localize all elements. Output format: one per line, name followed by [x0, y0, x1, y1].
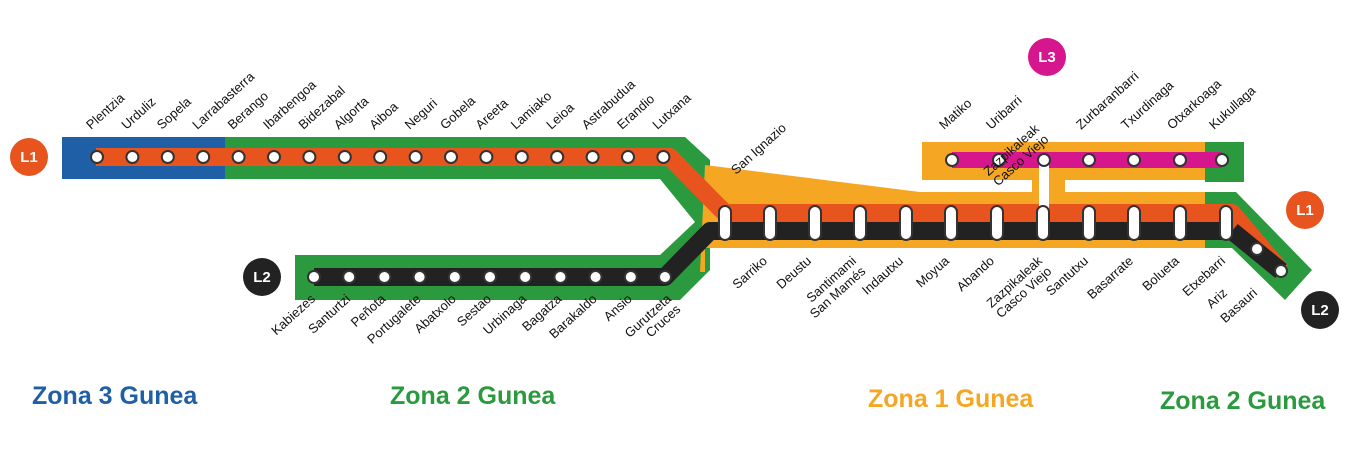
l2-left-badge-bg [243, 258, 281, 296]
station-label: Matiko [936, 95, 974, 132]
station-label: Sarriko [729, 253, 770, 292]
station-stop [1082, 205, 1096, 241]
l1-left-badge: L1 [20, 149, 38, 166]
station-stop [483, 270, 497, 284]
station-stop [1250, 242, 1264, 256]
station-stop [763, 205, 777, 241]
station-stop [550, 150, 565, 164]
station-stop [412, 270, 427, 284]
station-stop [990, 205, 1004, 241]
station-label: Gobela [437, 93, 479, 133]
station-stop [944, 205, 958, 241]
l1-right-badge-bg [1286, 191, 1324, 229]
station-stop [408, 150, 423, 164]
station-stop [588, 270, 603, 284]
station-stop [373, 150, 388, 164]
station-label: Basarrate [1084, 253, 1136, 302]
station-stop [231, 150, 246, 164]
station-stop [1082, 153, 1096, 167]
station-stop [267, 150, 281, 164]
l3-badge: L3 [1038, 49, 1056, 66]
station-stop [992, 153, 1006, 167]
station-label: Abando [954, 253, 997, 294]
station-stop [656, 150, 671, 164]
zone2-right-label: Zona 2 Gunea [1160, 387, 1326, 415]
station-stop [514, 150, 529, 164]
station-stop [377, 270, 392, 284]
l1-left-badge-bg [10, 138, 48, 176]
station-label: Moyua [913, 253, 953, 291]
l3-badge-bg [1028, 38, 1066, 76]
station-stop [518, 270, 533, 284]
station-label: Deustu [773, 253, 814, 292]
station-stop [90, 150, 104, 164]
station-label: Neguri [402, 95, 441, 132]
l2-right-badge: L2 [1311, 302, 1329, 319]
station-label: Lutxana [649, 90, 694, 133]
station-stop [160, 150, 175, 164]
station-stop [853, 205, 867, 241]
station-stop [447, 270, 462, 284]
station-stop [899, 205, 913, 241]
zone2-band-left [225, 137, 710, 300]
station-label: Uribarri [983, 92, 1025, 132]
station-label: Sopela [154, 93, 195, 132]
station-stop [808, 205, 822, 241]
station-stop [1037, 153, 1051, 167]
station-stop [1127, 153, 1141, 167]
station-stop [1173, 153, 1187, 167]
station-stop [337, 150, 352, 164]
station-stop [1215, 153, 1229, 167]
station-stop [342, 270, 357, 284]
zone2-left-label: Zona 2 Gunea [390, 382, 556, 410]
station-stop [444, 150, 458, 164]
station-stop [479, 150, 494, 164]
l1-right-badge: L1 [1296, 202, 1314, 219]
station-stop [196, 150, 211, 164]
station-stop [307, 270, 321, 284]
station-stop [621, 150, 635, 164]
station-stop [945, 153, 959, 167]
station-label: San Ignazio [728, 120, 789, 177]
station-stop [1036, 205, 1050, 241]
station-label: Bolueta [1139, 253, 1182, 294]
station-stop [718, 205, 732, 241]
station-stop [1219, 205, 1233, 241]
zone3-label: Zona 3 Gunea [32, 382, 198, 410]
station-label: Plentzia [83, 90, 128, 133]
station-label: Aiboa [366, 98, 401, 132]
station-stop [125, 150, 140, 164]
station-stop [302, 150, 317, 164]
zone1-label: Zona 1 Gunea [868, 385, 1034, 413]
station-stop [658, 270, 672, 284]
station-stop [1173, 205, 1187, 241]
station-stop [623, 270, 638, 284]
station-label: Areeta [472, 95, 511, 132]
station-stop [1274, 264, 1288, 278]
l2-left-badge: L2 [253, 269, 271, 286]
l2-right-badge-bg [1301, 291, 1339, 329]
station-stop [585, 150, 600, 164]
station-stop [1127, 205, 1141, 241]
station-stop [553, 270, 568, 284]
